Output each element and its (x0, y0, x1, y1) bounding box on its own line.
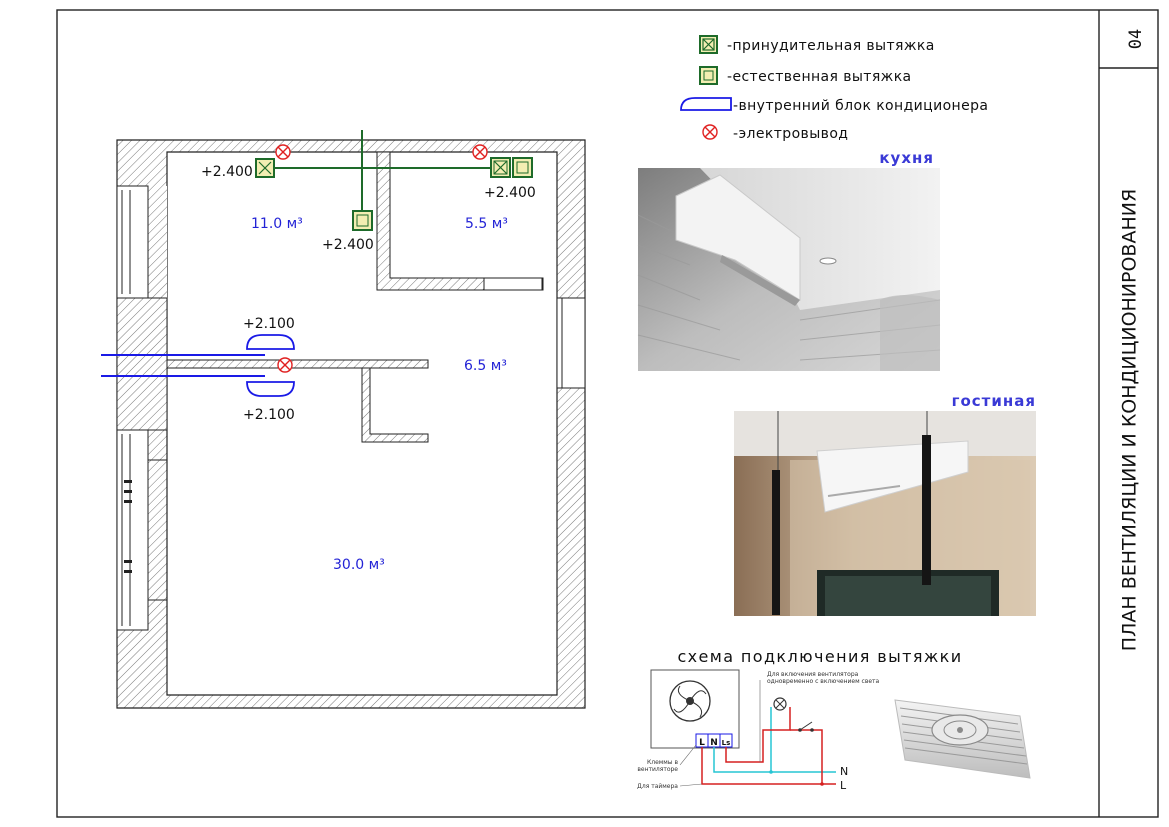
elevation-label: +2.100 (243, 407, 295, 423)
ac-unit-icon (246, 381, 295, 397)
electro-outlet-icon (275, 144, 291, 160)
electro-outlet-icon (702, 124, 718, 140)
terminal-n: N (710, 738, 718, 748)
scheme-note: Для включения вентилятора (767, 671, 859, 678)
room-volume: 11.0 м³ (251, 216, 303, 232)
legend-electro-label: -электровывод (733, 126, 848, 142)
scheme-title: схема подключения вытяжки (677, 647, 962, 666)
scheme-note: одновременно с включением света (767, 678, 880, 685)
terminal-l: L (699, 738, 705, 748)
forced-exhaust-icon (490, 157, 511, 178)
line-l-label: L (840, 779, 847, 792)
sheet-title: ПЛАН ВЕНТИЛЯЦИИ И КОНДИЦИОНИРОВАНИЯ (1119, 189, 1141, 651)
terminals-note: вентиляторе (637, 766, 678, 773)
room-volume: 6.5 м³ (464, 358, 507, 374)
sheet-number: 04 (1126, 29, 1146, 49)
lamp-icon (773, 697, 787, 711)
vent-grille-image (894, 699, 1031, 779)
legend-natural-label: -естественная вытяжка (727, 69, 912, 85)
elevation-label: +2.400 (484, 185, 536, 201)
ac-unit-icon (680, 97, 732, 111)
line-n-label: N (840, 765, 848, 778)
living-photo (734, 411, 1036, 616)
kitchen-photo (637, 168, 941, 371)
electro-outlet-icon (277, 357, 293, 373)
forced-exhaust-icon (255, 158, 275, 178)
ac-unit-icon (246, 334, 295, 350)
elevation-label: +2.400 (322, 237, 374, 253)
room-volume: 30.0 м³ (333, 557, 385, 573)
terminal-ls: Ls (722, 739, 731, 747)
floor-plan: +2.400 +2.400 +2.400 +2.100 +2.100 11.0 … (101, 130, 586, 709)
elevation-label: +2.400 (201, 164, 253, 180)
forced-exhaust-icon (699, 35, 718, 54)
electro-outlet-icon (472, 144, 488, 160)
elevation-label: +2.100 (243, 316, 295, 332)
kitchen-caption: кухня (879, 149, 934, 167)
sheet-frame (56, 9, 1159, 818)
terminals-note: Клеммы в (647, 759, 678, 766)
wiring-scheme: L N Ls N L Для включения вентилятора одн… (637, 669, 880, 792)
living-caption: гостиная (952, 392, 1036, 410)
legend: -принудительная вытяжка -естественная вы… (680, 35, 988, 142)
legend-ac-label: -внутренний блок кондиционера (733, 98, 988, 114)
natural-exhaust-icon (352, 210, 373, 231)
fan-icon (669, 680, 711, 722)
legend-forced-label: -принудительная вытяжка (727, 38, 935, 54)
natural-exhaust-icon (512, 157, 533, 178)
room-volume: 5.5 м³ (465, 216, 508, 232)
natural-exhaust-icon (699, 66, 718, 85)
timer-note: Для таймера (637, 783, 678, 790)
